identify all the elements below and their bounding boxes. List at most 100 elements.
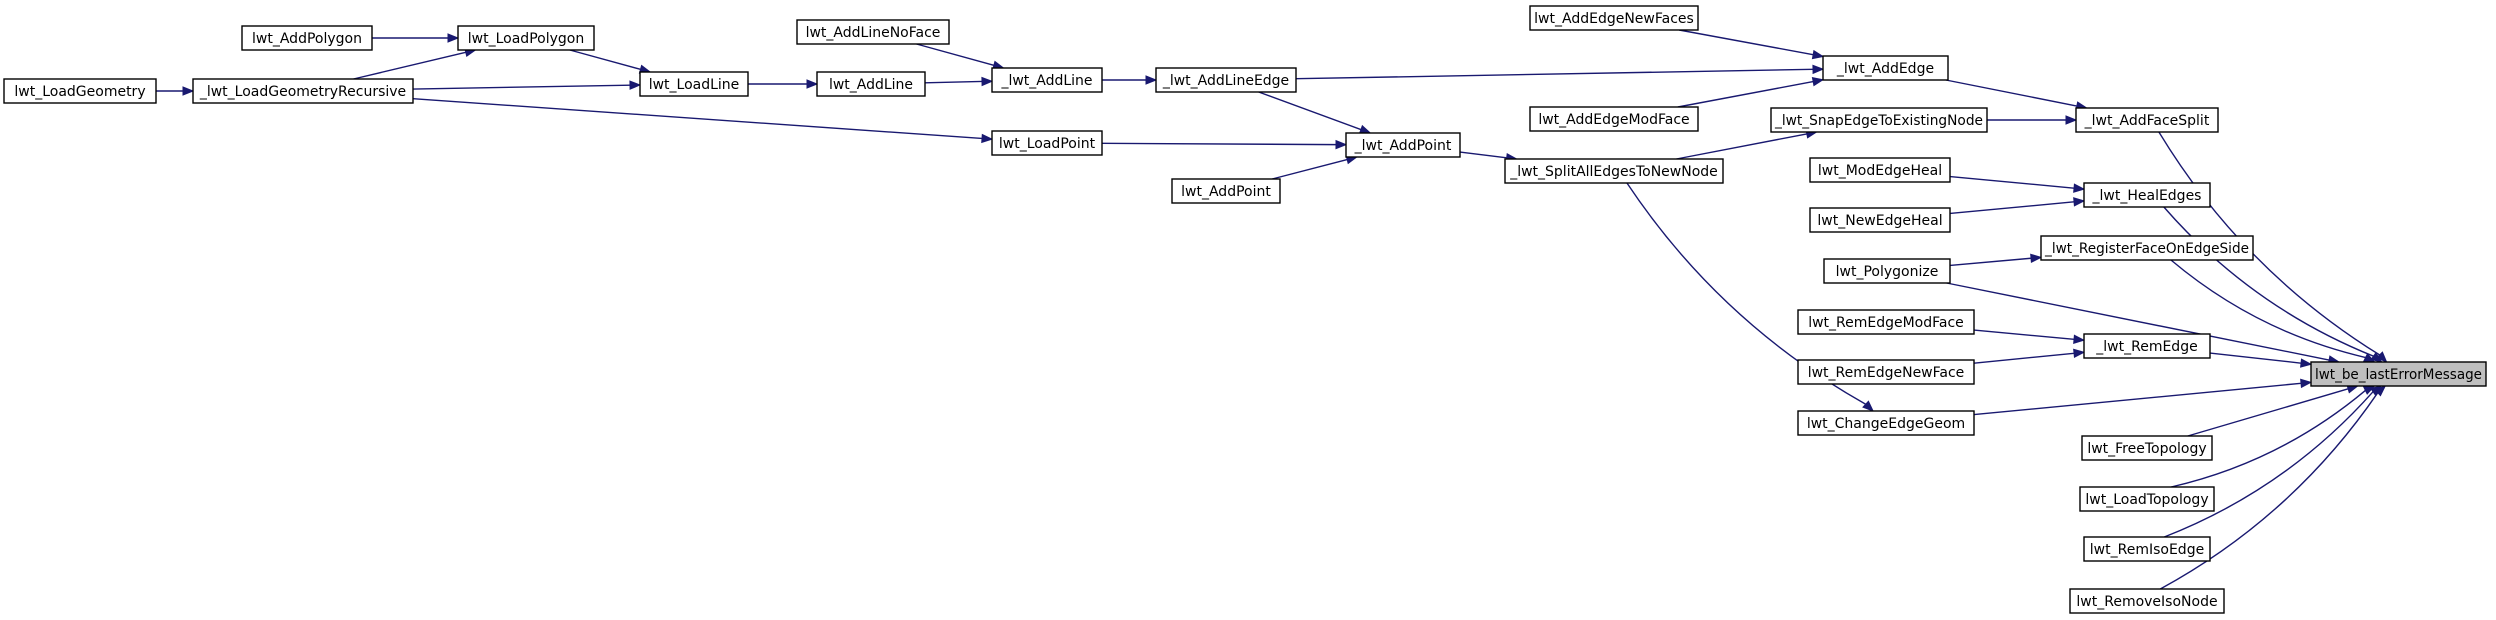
edge-lwt-remove-iso-node-to-lwt-be-last-error-message [2159, 385, 2387, 590]
arrowhead-icon [2375, 351, 2388, 363]
node-box[interactable] [2040, 235, 2254, 261]
node-box[interactable] [1171, 178, 1281, 204]
node-lwt-rem-edge-mod-face[interactable]: lwt_RemEdgeModFace [1797, 309, 1975, 335]
node-lwt-be-last-error-message[interactable]: lwt_be_lastErrorMessage [2310, 361, 2487, 387]
node-lwt-load-topology[interactable]: lwt_LoadTopology [2079, 486, 2215, 512]
edge-line [1679, 29, 1814, 56]
node-box[interactable] [816, 71, 926, 97]
node-box[interactable] [3, 78, 157, 104]
edge-line [353, 51, 466, 80]
edge-lwt-load-point-to-lwt-add-point [1101, 139, 1348, 150]
node-lwt-add-point[interactable]: lwt_AddPoint [1171, 178, 1281, 204]
arrowhead-icon [1335, 139, 1348, 150]
node-lwt-add-edge-mod-face[interactable]: lwt_AddEdgeModFace [1529, 106, 1699, 132]
edge-lwt-heal-edges-to-lwt-be-last-error-message [2163, 206, 2383, 363]
edge-line [1949, 201, 2075, 215]
node-box[interactable] [1529, 106, 1699, 132]
node-box[interactable] [991, 130, 1103, 156]
node-box[interactable] [796, 19, 950, 45]
arrowhead-icon [2065, 115, 2078, 125]
node-lwt-new-edge-heal[interactable]: lwt_NewEdgeHeal [1809, 207, 1951, 233]
edge-lwt-add-face-split-to-lwt-be-last-error-message [2158, 131, 2388, 363]
arrowhead-icon [629, 80, 642, 90]
node-label: lwt_RemEdgeModFace [1808, 315, 1964, 331]
edge-line [1945, 79, 2077, 107]
node-lwt-add-line[interactable]: lwt_AddLine [816, 71, 926, 97]
node-label: lwt_be_lastErrorMessage [2315, 367, 2482, 383]
node-lwt-add-line-no-face[interactable]: lwt_AddLineNoFace [796, 19, 950, 45]
node-label: lwt_RemoveIsoNode [2076, 594, 2217, 610]
node-lwt-add-line[interactable]: _lwt_AddLine [991, 67, 1103, 93]
edge-lwt-new-edge-heal-to-lwt-heal-edges [1949, 197, 2086, 215]
node-lwt-add-face-split[interactable]: _lwt_AddFaceSplit [2075, 107, 2219, 133]
node-box[interactable] [1529, 5, 1699, 31]
node-box[interactable] [2075, 107, 2219, 133]
arrowhead-icon [1811, 77, 1825, 87]
node-lwt-snap-edge-to-existing-node[interactable]: _lwt_SnapEdgeToExistingNode [1770, 107, 1988, 133]
node-box[interactable] [1797, 359, 1975, 385]
node-lwt-add-point[interactable]: _lwt_AddPoint [1345, 132, 1461, 158]
edge-line [2158, 131, 2380, 356]
node-lwt-load-geometry-recursive[interactable]: _lwt_LoadGeometryRecursive [192, 78, 414, 104]
node-lwt-add-line-edge[interactable]: _lwt_AddLineEdge [1155, 67, 1297, 93]
node-box[interactable] [1809, 157, 1951, 183]
edge-line [569, 49, 641, 71]
node-box[interactable] [1797, 410, 1975, 436]
node-lwt-mod-edge-heal[interactable]: lwt_ModEdgeHeal [1809, 157, 1951, 183]
node-lwt-rem-iso-edge[interactable]: lwt_RemIsoEdge [2083, 536, 2211, 562]
node-lwt-free-topology[interactable]: lwt_FreeTopology [2081, 435, 2213, 461]
node-box[interactable] [639, 71, 749, 97]
node-lwt-polygonize[interactable]: lwt_Polygonize [1823, 258, 1951, 284]
edge-line [1258, 91, 1362, 131]
node-lwt-add-edge[interactable]: _lwt_AddEdge [1822, 55, 1949, 81]
node-box[interactable] [192, 78, 414, 104]
node-label: lwt_AddLineNoFace [806, 25, 941, 41]
node-lwt-add-edge-new-faces[interactable]: lwt_AddEdgeNewFaces [1529, 5, 1699, 31]
node-box[interactable] [1155, 67, 1297, 93]
node-lwt-load-point[interactable]: lwt_LoadPoint [991, 130, 1103, 156]
node-lwt-load-line[interactable]: lwt_LoadLine [639, 71, 749, 97]
node-label: lwt_LoadTopology [2085, 492, 2208, 508]
node-label: lwt_AddPoint [1181, 184, 1271, 200]
node-box[interactable] [2083, 536, 2211, 562]
edge-lwt-load-geometry-recursive-to-lwt-load-line [412, 80, 642, 90]
node-lwt-register-face-on-edge-side[interactable]: _lwt_RegisterFaceOnEdgeSide [2040, 235, 2254, 261]
node-box[interactable] [1345, 132, 1461, 158]
edge-line [1101, 142, 1337, 146]
node-box[interactable] [2083, 182, 2211, 208]
node-box[interactable] [2310, 361, 2487, 387]
node-box[interactable] [1823, 258, 1951, 284]
node-box[interactable] [1809, 207, 1951, 233]
node-label: _lwt_AddLineEdge [1162, 73, 1289, 89]
node-label: lwt_LoadLine [649, 77, 740, 93]
node-label: lwt_RemIsoEdge [2090, 542, 2204, 558]
node-lwt-heal-edges[interactable]: _lwt_HealEdges [2083, 182, 2211, 208]
node-box[interactable] [991, 67, 1103, 93]
node-lwt-load-geometry[interactable]: lwt_LoadGeometry [3, 78, 157, 104]
node-box[interactable] [241, 25, 373, 51]
edge-line [2159, 392, 2379, 590]
node-label: lwt_AddEdgeNewFaces [1534, 11, 1694, 27]
arrowhead-icon [981, 133, 994, 144]
node-box[interactable] [457, 25, 595, 51]
node-lwt-remove-iso-node[interactable]: lwt_RemoveIsoNode [2069, 588, 2225, 614]
node-lwt-load-polygon[interactable]: lwt_LoadPolygon [457, 25, 595, 51]
node-box[interactable] [2079, 486, 2215, 512]
node-box[interactable] [1770, 107, 1988, 133]
node-box[interactable] [1822, 55, 1949, 81]
node-lwt-rem-edge[interactable]: _lwt_RemEdge [2083, 333, 2211, 359]
edge-lwt-load-geometry-recursive-to-lwt-load-polygon [353, 47, 477, 80]
node-lwt-split-all-edges-to-new-node[interactable]: _lwt_SplitAllEdgesToNewNode [1504, 158, 1724, 184]
edge-lwt-add-polygon-to-lwt-load-polygon [372, 33, 460, 43]
edge-lwt-load-geometry-to-lwt-load-geometry-recursive [156, 86, 195, 96]
node-box[interactable] [1797, 309, 1975, 335]
node-lwt-rem-edge-new-face[interactable]: lwt_RemEdgeNewFace [1797, 359, 1975, 385]
arrowhead-icon [2370, 352, 2383, 363]
node-box[interactable] [1504, 158, 1724, 184]
node-box[interactable] [2081, 435, 2213, 461]
node-lwt-change-edge-geom[interactable]: lwt_ChangeEdgeGeom [1797, 410, 1975, 436]
node-box[interactable] [2069, 588, 2225, 614]
node-box[interactable] [2083, 333, 2211, 359]
node-lwt-add-polygon[interactable]: lwt_AddPolygon [241, 25, 373, 51]
